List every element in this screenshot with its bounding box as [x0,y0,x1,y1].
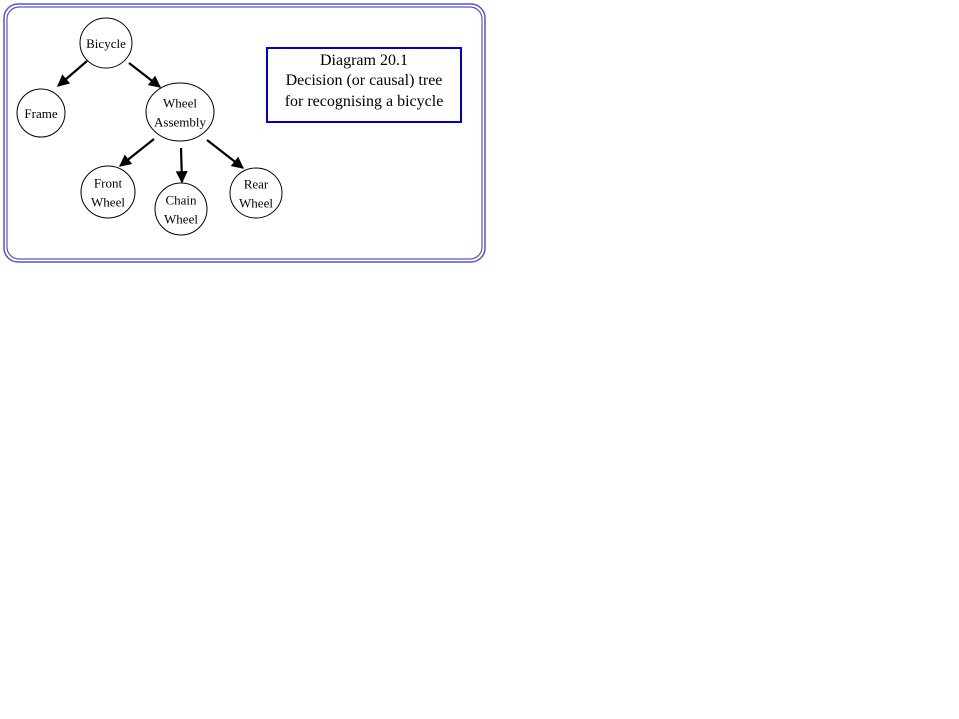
diagram-caption: Diagram 20.1 Decision (or causal) tree f… [266,47,462,123]
node-frame-circle [16,88,66,138]
node-wheel-assembly-circle [145,82,215,142]
caption-line-2: Decision (or causal) tree [286,72,443,89]
caption-line-1: Diagram 20.1 [320,52,408,69]
node-bicycle: Bicycle [79,17,133,69]
outer-frame [3,3,486,263]
node-front-wheel-label: Front [94,176,123,191]
node-rear-wheel-label: Wheel [239,196,273,211]
edge-bicycle-to-frame [57,60,88,87]
node-wheel-assembly-label: Wheel [163,96,197,111]
node-rear-wheel-circle [229,167,283,219]
node-bicycle-label: Bicycle [86,36,126,51]
node-bicycle-circle [79,17,133,69]
tree-edges [57,60,244,184]
edge-bicycle-to-wheel-assembly [128,62,161,88]
edge-wheel-assembly-to-front-wheel [119,138,155,167]
edge-wheel-assembly-to-chain-wheel [175,147,188,184]
caption-box [266,47,462,123]
node-wheel-assembly-label: Assembly [154,115,207,130]
node-rear-wheel-label: Rear [244,177,269,192]
node-frame-label: Frame [24,106,57,121]
edge-wheel-assembly-to-rear-wheel [206,139,244,169]
node-chain-wheel-circle [154,182,208,236]
inner-frame [6,6,483,260]
node-chain-wheel-label: Chain [165,193,197,208]
node-front-wheel-label: Wheel [91,195,125,210]
caption-line-3: for recognising a bicycle [285,93,444,110]
node-front-wheel-circle [80,165,136,219]
node-chain-wheel-label: Wheel [164,212,198,227]
node-frame: Frame [16,88,66,138]
